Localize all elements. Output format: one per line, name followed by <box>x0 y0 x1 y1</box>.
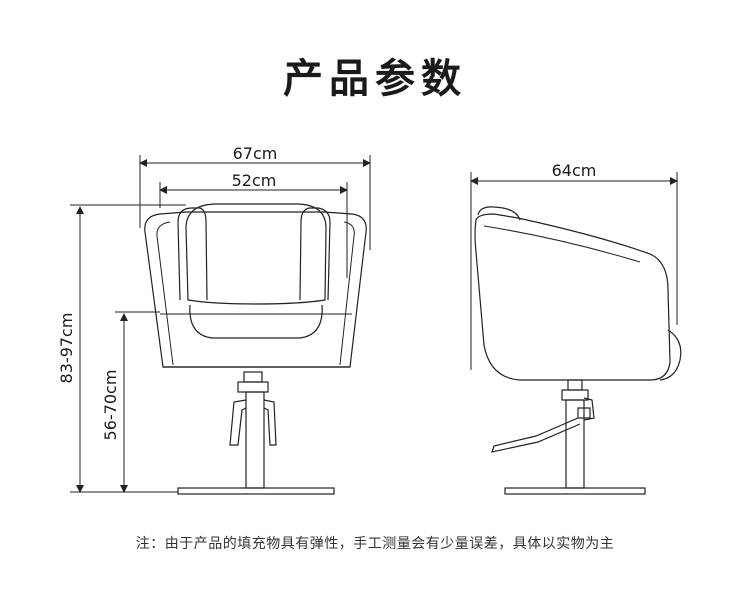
dim-label-64: 64cm <box>552 161 597 180</box>
side-hydraulic-column <box>565 399 585 489</box>
front-seat-cushion <box>189 304 323 339</box>
side-body <box>474 213 671 381</box>
front-back-cushion <box>185 203 327 305</box>
dim-label-52: 52cm <box>232 171 277 190</box>
dim-label-seat-height: 56-70cm <box>101 370 120 441</box>
dim-label-height-total: 83-97cm <box>57 313 76 384</box>
front-view: 67cm 52cm 83-97cm <box>57 144 371 495</box>
disclaimer-note: 注：由于产品的填充物具有弹性，手工测量会有少量误差，具体以实物为主 <box>135 536 615 552</box>
front-outer-shell <box>144 211 367 368</box>
side-view: 64cm <box>470 161 682 495</box>
dim-label-67: 67cm <box>233 144 278 163</box>
side-base-plate <box>504 487 646 495</box>
side-pedal-lever <box>491 417 581 453</box>
page-title: 产品参数 <box>283 56 467 102</box>
front-base-plate <box>177 487 335 495</box>
front-hydraulic-column <box>245 391 265 489</box>
